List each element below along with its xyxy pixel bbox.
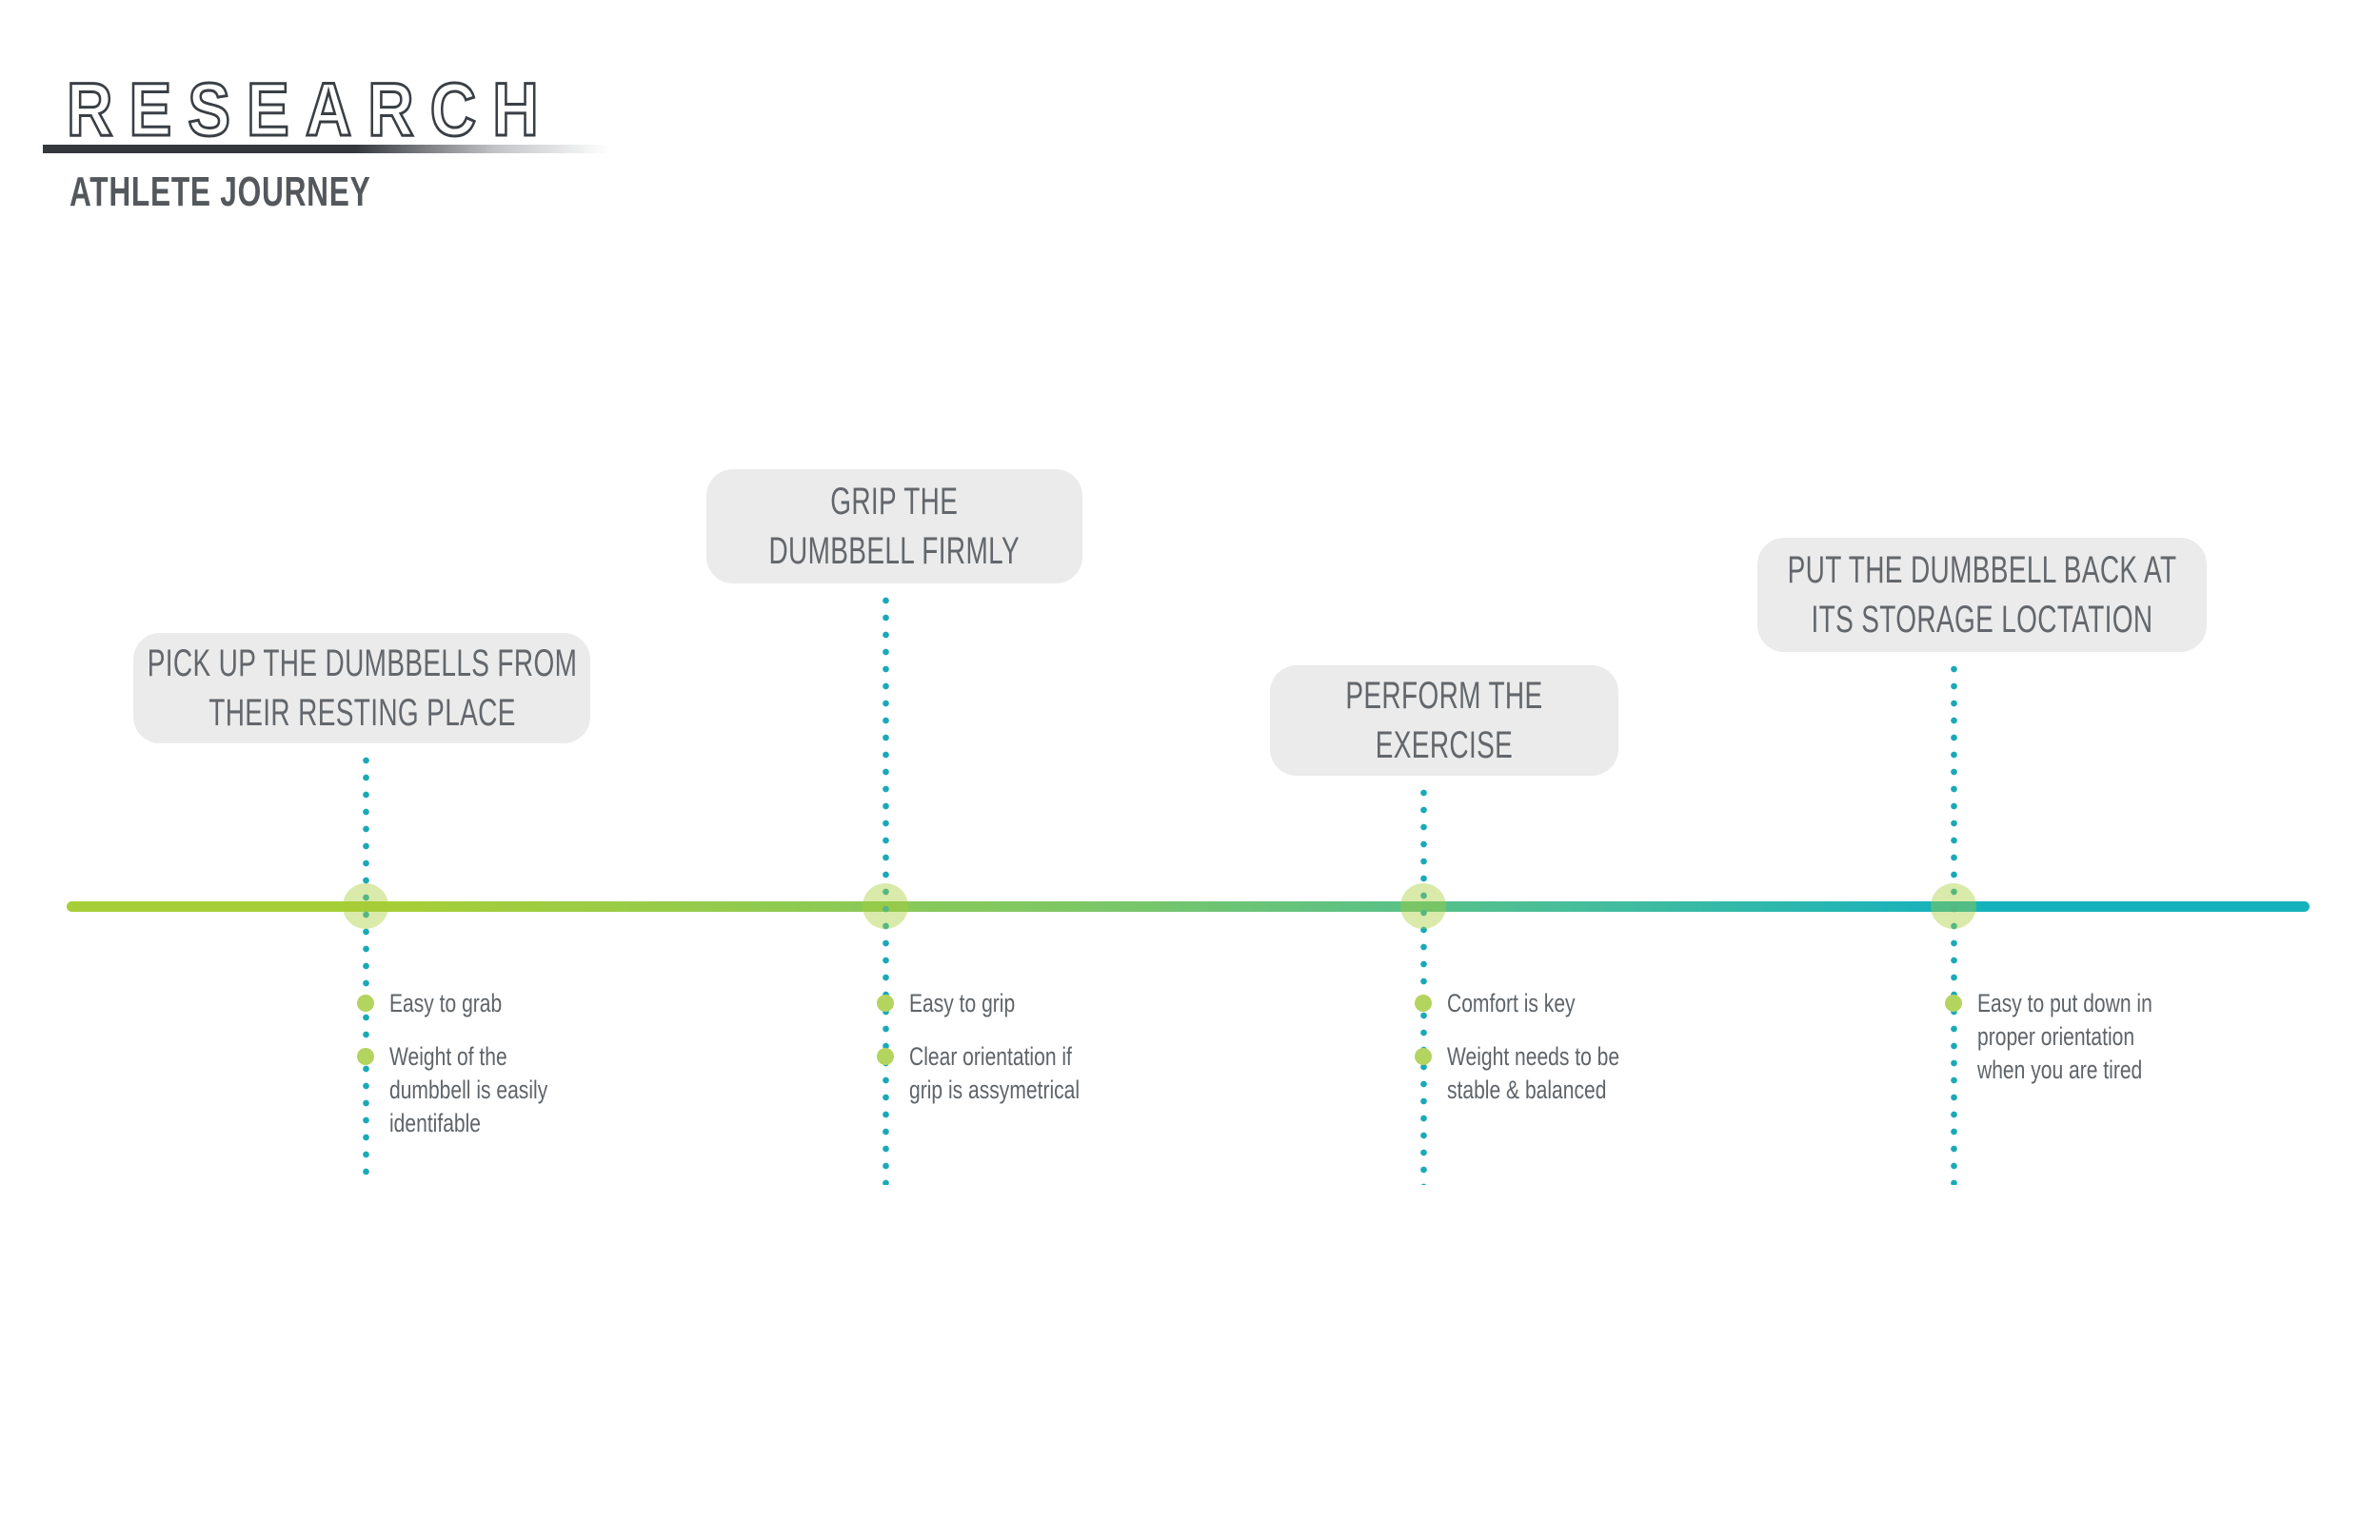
timeline-node <box>1400 883 1446 929</box>
bullet-item: Clear orientation if grip is assymetrica… <box>877 1040 1128 1107</box>
dotted-connector <box>362 752 370 1185</box>
bullet-item: Easy to put down in proper orientation w… <box>1945 987 2202 1087</box>
page-subtitle: ATHLETE JOURNEY <box>69 168 371 215</box>
timeline-node <box>1931 883 1976 929</box>
bullet-item: Weight of the dumbbell is easily identif… <box>357 1040 592 1140</box>
bullet-item: Easy to grip <box>877 987 1045 1020</box>
dotted-connector <box>1950 661 1958 1185</box>
bullet-text: Weight needs to be stable & balanced <box>1447 1042 1620 1104</box>
bullet-text: Clear orientation if grip is assymetrica… <box>909 1042 1081 1104</box>
bullet-text: Weight of the dumbbell is easily identif… <box>389 1042 548 1137</box>
title-underline <box>43 145 609 153</box>
timeline-line <box>67 901 2310 912</box>
page-title-outline: RESEARCH <box>67 69 555 153</box>
milestone-title: PUT THE DUMBBELL BACK AT ITS STORAGE LOC… <box>1787 549 2177 641</box>
page-title: RESEARCH <box>67 69 555 151</box>
dotted-connector <box>882 592 890 1185</box>
bullet-item: Comfort is key <box>1415 987 1612 1020</box>
bullet-text: Comfort is key <box>1447 989 1576 1017</box>
bullet-text: Easy to grip <box>909 989 1016 1017</box>
bullet-dot-icon <box>877 995 894 1012</box>
bullet-dot-icon <box>877 1048 894 1065</box>
milestone-label-box: PUT THE DUMBBELL BACK AT ITS STORAGE LOC… <box>1757 538 2207 652</box>
milestone-label-box: GRIP THE DUMBBELL FIRMLY <box>706 469 1082 583</box>
bullet-dot-icon <box>357 1048 374 1065</box>
milestone-label-box: PICK UP THE DUMBBELLS FROM THEIR RESTING… <box>133 633 590 743</box>
timeline-node <box>343 883 388 929</box>
dotted-connector <box>1419 784 1428 1185</box>
milestone-title: PICK UP THE DUMBBELLS FROM THEIR RESTING… <box>147 642 577 734</box>
bullet-dot-icon <box>357 995 374 1012</box>
bullet-dot-icon <box>1945 995 1962 1012</box>
timeline-node <box>863 883 908 929</box>
bullet-item: Easy to grab <box>357 987 534 1020</box>
bullet-item: Weight needs to be stable & balanced <box>1415 1040 1668 1107</box>
milestone-title: PERFORM THE EXERCISE <box>1345 675 1543 766</box>
bullet-dot-icon <box>1415 995 1432 1012</box>
bullet-text: Easy to grab <box>389 989 503 1017</box>
milestone-label-box: PERFORM THE EXERCISE <box>1270 665 1618 776</box>
milestone-title: GRIP THE DUMBBELL FIRMLY <box>768 481 1021 572</box>
bullet-text: Easy to put down in proper orientation w… <box>1977 989 2152 1084</box>
bullet-dot-icon <box>1415 1048 1432 1065</box>
